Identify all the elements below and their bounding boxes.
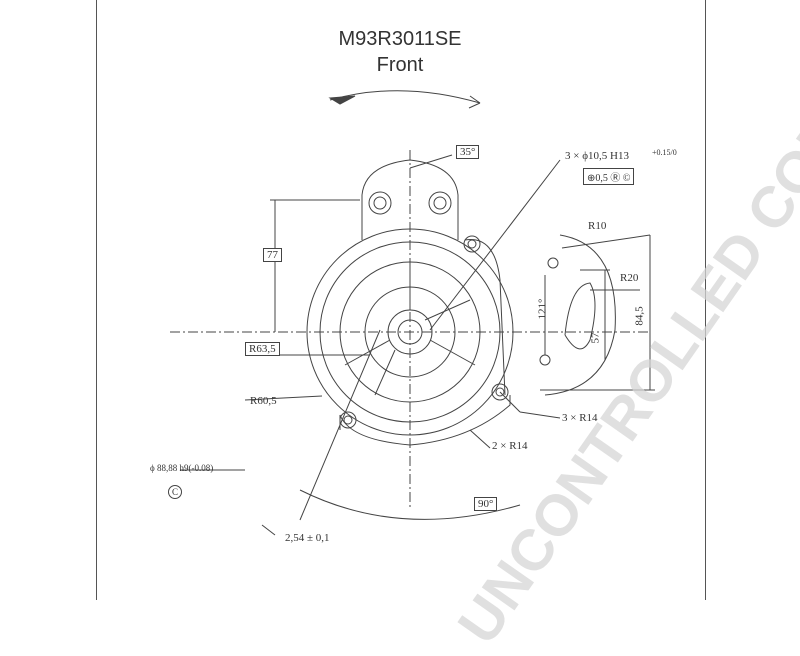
- holes-label: 3 × ϕ10,5 H13: [565, 150, 629, 162]
- angle-90-label: 90°: [474, 497, 498, 511]
- r20-label: R20: [620, 272, 639, 284]
- view-label: Front: [376, 54, 424, 76]
- dim-77-label: 77: [263, 248, 282, 262]
- r14-three-label: 3 × R14: [562, 412, 598, 424]
- part-number: M93R3011SE: [338, 28, 462, 50]
- r60-label: R60,5: [250, 395, 277, 407]
- technical-drawing: [170, 90, 655, 536]
- dim-84-label: 84,5: [633, 306, 646, 326]
- top-mount: [361, 159, 459, 240]
- dim-57-label: 57: [589, 332, 602, 344]
- distance-label: 2,54 ± 0,1: [285, 532, 330, 544]
- drawing-frame: [96, 0, 706, 600]
- rotation-arrow-head: [468, 95, 481, 109]
- rotation-arrow: [329, 90, 481, 104]
- housing-outer: [306, 228, 514, 436]
- rotation-arrow-tail: [328, 95, 356, 105]
- datum-c-label: C: [168, 485, 182, 499]
- holes-tolerance-label: +0.15/0: [652, 148, 677, 157]
- angle-121-label: 121°: [536, 298, 549, 320]
- position-tolerance-label: ⊕0,5 Ⓡ ©: [583, 168, 635, 185]
- pilot-diameter-label: ϕ 88,88 h9(-0.08): [150, 463, 214, 473]
- angle-35-label: 35°: [456, 145, 480, 159]
- r14-two-label: 2 × R14: [492, 440, 528, 452]
- r10-label: R10: [588, 220, 607, 232]
- r63-label: R63,5: [245, 342, 280, 356]
